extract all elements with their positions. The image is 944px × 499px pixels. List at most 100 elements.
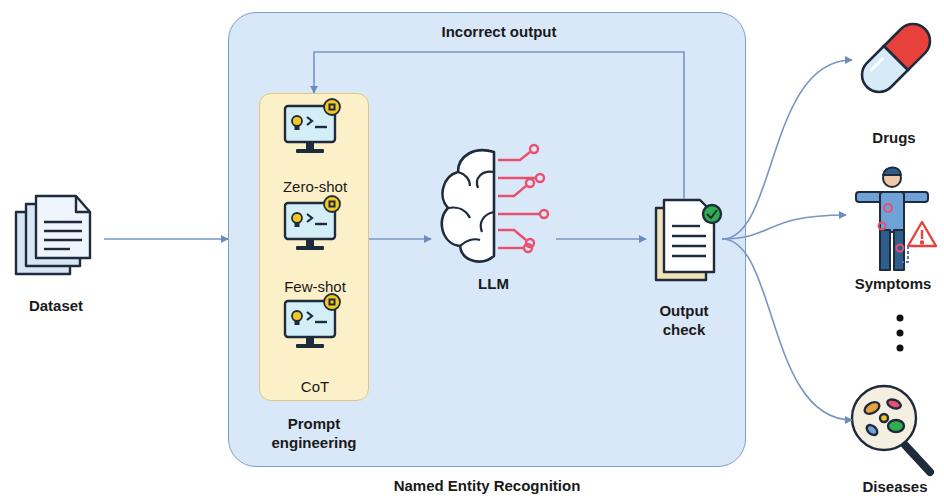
flow-arrow xyxy=(369,238,431,240)
ner-panel: Named Entity RecognitionPrompt engineeri… xyxy=(228,12,746,467)
dataset-icon-part xyxy=(44,239,82,241)
node-label: Named Entity Recognition xyxy=(229,476,745,495)
brain-icon-part-part xyxy=(540,210,548,218)
symptoms-figure-part xyxy=(902,246,908,262)
monitor-icon xyxy=(285,196,340,250)
flow-arrow xyxy=(104,238,228,240)
pill-icon-part xyxy=(855,46,908,99)
magnifier-icon-part xyxy=(886,398,902,410)
document-check-icon xyxy=(656,200,721,280)
ellipsis-dots-part xyxy=(897,330,904,337)
magnifier-icon-part xyxy=(888,420,904,432)
brain-icon xyxy=(442,145,548,261)
node-label: Prompt engineering xyxy=(260,414,368,452)
symptoms-figure-part xyxy=(883,167,901,175)
dataset-icon-part xyxy=(44,221,82,223)
flow-arrow xyxy=(722,215,846,239)
magnifier-icon-part xyxy=(852,386,916,450)
brain-icon-part xyxy=(448,172,494,246)
node-label: Zero-shot xyxy=(283,177,347,196)
symptoms-figure-part xyxy=(880,230,890,270)
brain-icon-part-part xyxy=(524,244,532,252)
ellipsis-dots-part xyxy=(897,315,904,322)
flow-arrow xyxy=(722,60,852,239)
brain-icon-part-part xyxy=(526,239,534,247)
edge-label: Incorrect output xyxy=(439,23,560,40)
monitor-icon xyxy=(285,294,340,348)
symptoms-figure xyxy=(856,167,936,270)
monitor-icon xyxy=(285,99,340,153)
pill-icon-part xyxy=(884,17,937,70)
brain-icon-part-part xyxy=(536,174,544,182)
entity-node: Diseases xyxy=(852,360,938,496)
flow-arrow xyxy=(556,238,646,240)
brain-icon-part-part xyxy=(498,230,526,240)
brain-icon-part-part xyxy=(526,179,534,187)
entity-node: Drugs xyxy=(852,12,936,147)
document-check-icon-part xyxy=(672,255,706,257)
brain-icon-part-part xyxy=(498,213,540,215)
prompt-method: CoT xyxy=(270,294,360,396)
magnifier-icon-part xyxy=(905,445,930,472)
document-check-icon-part xyxy=(656,208,706,280)
prompt-method: Zero-shot xyxy=(270,98,360,196)
symptoms-figure-part xyxy=(856,192,928,202)
magnifier-icon-part xyxy=(865,423,879,437)
brain-icon-part-part xyxy=(498,177,536,179)
document-check-icon-part xyxy=(664,200,714,272)
brain-icon-part xyxy=(442,150,494,261)
document-check-icon-part xyxy=(703,205,721,223)
dataset-node: Dataset xyxy=(8,193,104,315)
node-label: LLM xyxy=(478,274,509,293)
brain-icon-part-part xyxy=(530,145,538,153)
pill-icon-part xyxy=(871,59,882,70)
symptoms-figure-part xyxy=(908,222,936,246)
pill-icon xyxy=(855,17,937,99)
brain-icon-part-part xyxy=(498,152,530,160)
document-check-icon-part xyxy=(672,235,706,237)
document-check-icon-part xyxy=(672,245,706,247)
llm-node: LLM xyxy=(431,147,556,293)
node-label: Few-shot xyxy=(284,277,346,296)
dataset-icon-part xyxy=(76,196,90,212)
symptoms-figure-part xyxy=(921,230,923,239)
entity-node: Symptoms xyxy=(846,160,940,293)
brain-icon-part-part xyxy=(498,186,526,196)
node-label: Drugs xyxy=(872,128,915,147)
dataset-icon-part xyxy=(44,230,82,232)
symptoms-figure-part xyxy=(879,223,886,230)
node-label: CoT xyxy=(301,377,329,396)
output-check-node: Output check xyxy=(646,199,722,339)
magnifier-icon-part xyxy=(880,414,888,422)
flow-arrow xyxy=(314,52,684,199)
dataset-icon-part xyxy=(44,248,70,250)
magnifier-icon xyxy=(852,386,930,472)
symptoms-figure-part xyxy=(884,204,892,212)
node-label: Dataset xyxy=(29,296,83,315)
ellipsis-dots xyxy=(897,315,904,352)
dataset-icon xyxy=(16,196,90,274)
prompt-method: Few-shot xyxy=(270,196,360,296)
flow-arrow xyxy=(722,239,852,420)
magnifier-icon-part xyxy=(863,400,882,417)
node-label: Diseases xyxy=(862,477,927,496)
document-check-icon-part xyxy=(672,225,700,227)
symptoms-figure-part xyxy=(921,241,923,243)
symptoms-figure-part xyxy=(897,245,904,252)
prompt-box: Prompt engineeringZero-shotFew-shotCoT xyxy=(259,93,369,401)
dataset-icon-part xyxy=(26,204,80,266)
ellipsis-dots-part xyxy=(897,345,904,352)
brain-icon-part xyxy=(498,145,548,252)
symptoms-figure-part xyxy=(883,169,901,187)
node-label: Symptoms xyxy=(855,274,932,293)
dataset-icon-part xyxy=(36,196,90,258)
symptoms-figure-part xyxy=(894,230,904,270)
brain-icon-part-part xyxy=(498,247,524,249)
node-label: Output check xyxy=(646,301,722,339)
dataset-icon-part xyxy=(16,212,70,274)
document-check-icon-part xyxy=(707,210,717,218)
symptoms-figure-part xyxy=(880,192,904,232)
